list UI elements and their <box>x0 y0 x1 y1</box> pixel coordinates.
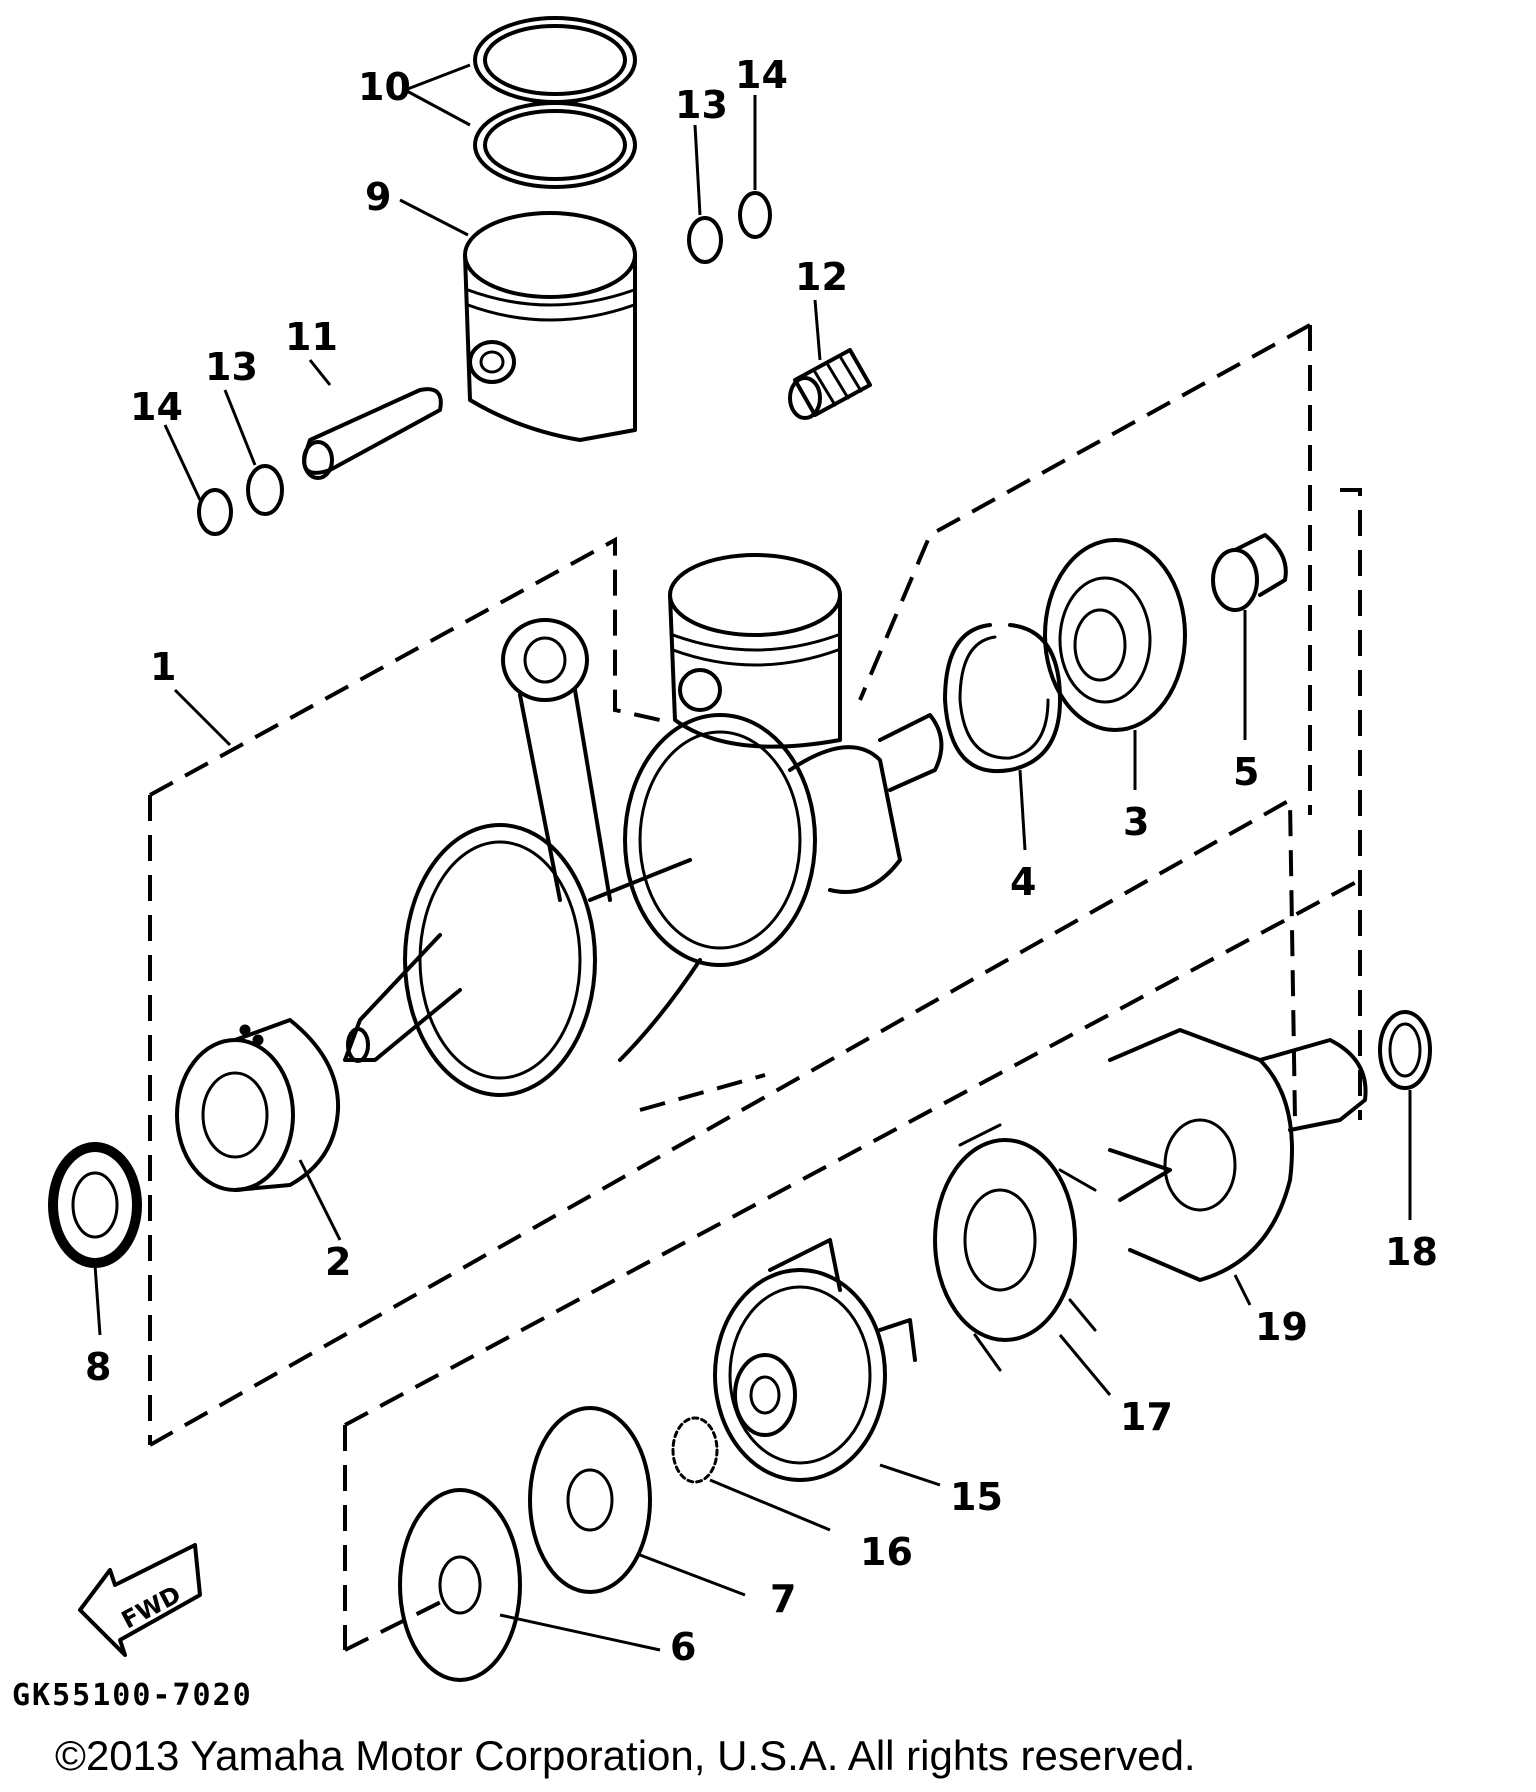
callout-15: 15 <box>950 1475 1003 1519</box>
callout-6: 6 <box>670 1625 696 1669</box>
seal-ring <box>1378 1010 1432 1090</box>
callout-2: 2 <box>325 1240 351 1284</box>
callout-14-left: 14 <box>130 385 183 429</box>
leader-lines <box>93 63 1412 1652</box>
callout-14-top: 14 <box>735 53 788 97</box>
fwd-label: FWD <box>117 1580 186 1634</box>
callout-9: 9 <box>365 175 391 219</box>
callout-7: 7 <box>770 1577 796 1621</box>
callout-10: 10 <box>358 65 411 109</box>
assembly-boundary-lines <box>148 323 1362 1652</box>
drawing-code: GK55100-7020 <box>12 1678 253 1713</box>
piston-rings <box>473 16 637 189</box>
fwd-arrow-icon: FWD <box>78 1543 202 1657</box>
collar <box>1211 533 1288 612</box>
callout-13-left: 13 <box>205 345 258 389</box>
crankshaft-assembly <box>343 553 944 1097</box>
callout-labels: 10 9 13 14 12 11 13 14 1 2 8 4 3 5 6 7 1… <box>85 53 1438 1669</box>
copyright-notice: ©2013 Yamaha Motor Corporation, U.S.A. A… <box>55 1732 1196 1779</box>
callout-16: 16 <box>860 1530 913 1574</box>
callout-1: 1 <box>150 645 176 689</box>
callout-19: 19 <box>1255 1305 1308 1349</box>
callout-11: 11 <box>285 315 338 359</box>
callout-13-top: 13 <box>675 83 728 127</box>
piston-pin <box>302 387 443 480</box>
circlip <box>943 623 1062 774</box>
callout-4: 4 <box>1010 860 1036 904</box>
ball-bearing-left <box>175 1018 341 1192</box>
ball-bearing-right <box>1043 538 1187 732</box>
coupling <box>1108 1028 1368 1282</box>
needle-bearing <box>788 348 872 420</box>
callout-18: 18 <box>1385 1230 1438 1274</box>
washers <box>398 1406 719 1682</box>
damper <box>933 1123 1097 1372</box>
callout-12: 12 <box>795 255 848 299</box>
callout-3: 3 <box>1123 800 1149 844</box>
callout-8: 8 <box>85 1345 111 1389</box>
oil-seal <box>48 1142 142 1268</box>
callout-5: 5 <box>1233 750 1259 794</box>
pin-clips <box>197 191 772 536</box>
callout-17: 17 <box>1120 1395 1173 1439</box>
piston <box>463 211 637 442</box>
coupling-housing <box>713 1238 917 1482</box>
